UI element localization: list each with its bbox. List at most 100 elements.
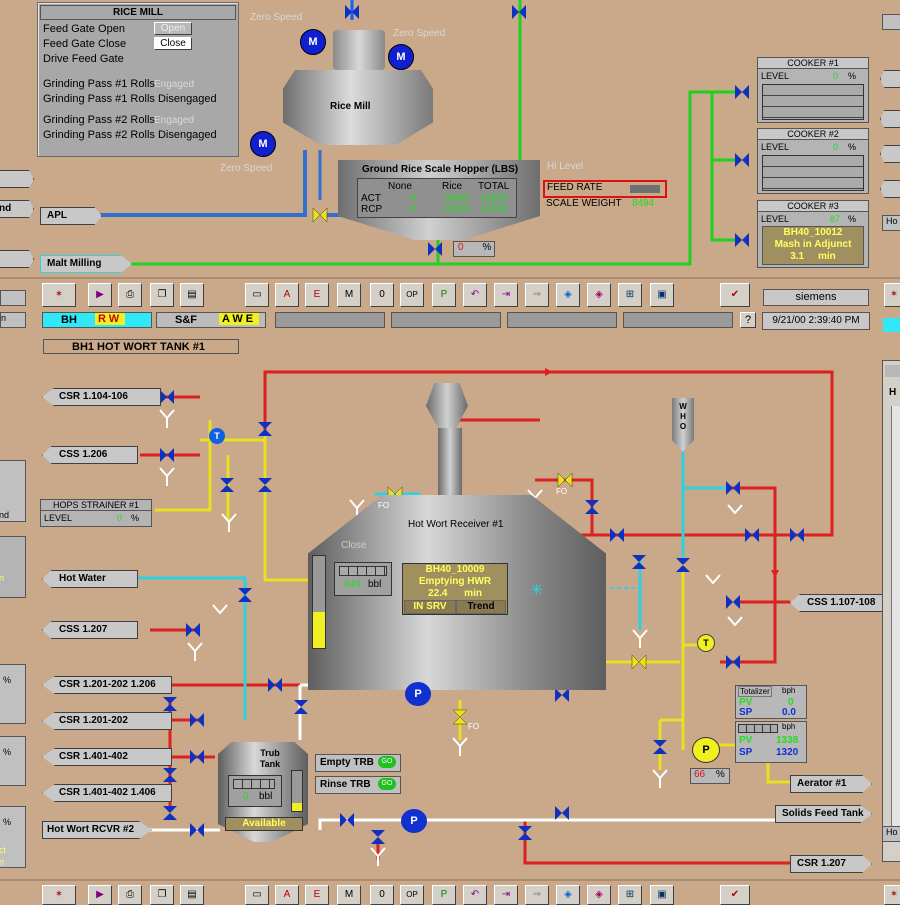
malt-milling-tag[interactable]: Malt Milling <box>40 255 132 273</box>
doc-icon[interactable]: ▭ <box>245 283 269 307</box>
motor-2[interactable]: M <box>388 44 414 70</box>
cooker-3-panel[interactable]: COOKER #3 LEVEL 87 % BH40_10012 Mash in … <box>757 200 869 268</box>
chart-icon[interactable]: ▤ <box>180 283 204 307</box>
play-button-bottom[interactable]: ▶ <box>88 885 112 905</box>
network-icon-bottom[interactable]: ⊞ <box>618 885 642 905</box>
forward-icon[interactable]: ⇒ <box>525 283 549 307</box>
bh-status-box[interactable]: BH RW <box>42 312 152 328</box>
tag-csr-1104-106[interactable]: CSR 1.104-106 <box>42 388 161 406</box>
mode-m-icon[interactable]: M <box>337 283 361 307</box>
mode-m-icon-bottom[interactable]: M <box>337 885 361 905</box>
edge-tag-right-4[interactable] <box>880 180 900 198</box>
rinse-trb-go-button[interactable]: GO <box>378 778 396 790</box>
pump-2[interactable]: P <box>401 809 427 833</box>
map-icon-1-bottom[interactable]: ◈ <box>556 885 580 905</box>
goto-icon-bottom[interactable]: ⇥ <box>494 885 518 905</box>
empty-trb-label: Empty TRB <box>320 757 374 768</box>
tag-css-1206[interactable]: CSS 1.206 <box>42 446 138 464</box>
edge-ho-top[interactable]: Ho <box>882 215 900 231</box>
pump-3[interactable]: P <box>692 737 720 763</box>
param-p-icon[interactable]: P <box>432 283 456 307</box>
logo-button-right-bottom[interactable]: ✶ <box>884 885 900 905</box>
alarm-a-icon-bottom[interactable]: A <box>275 885 299 905</box>
undo-icon-bottom[interactable]: ↶ <box>463 885 487 905</box>
goto-icon[interactable]: ⇥ <box>494 283 518 307</box>
map-icon-2-bottom[interactable]: ◈ <box>587 885 611 905</box>
map-icon-2[interactable]: ◈ <box>587 283 611 307</box>
tag-csr-1401-402-1406[interactable]: CSR 1.401-402 1.406 <box>42 784 172 802</box>
tag-csr-1201-202[interactable]: CSR 1.201-202 <box>42 712 172 730</box>
tag-hot-wort-rcvr-2[interactable]: Hot Wort RCVR #2 <box>42 821 152 839</box>
doc-icon-bottom[interactable]: ▭ <box>245 885 269 905</box>
play-button[interactable]: ▶ <box>88 283 112 307</box>
print-icon-bottom[interactable]: ⎙ <box>118 885 142 905</box>
who-column[interactable]: WHO <box>672 398 694 452</box>
logo-button-right[interactable]: ✶ <box>884 283 900 307</box>
check-icon-bottom[interactable]: ✔ <box>720 885 750 905</box>
param-p-icon-bottom[interactable]: P <box>432 885 456 905</box>
check-icon[interactable]: ✔ <box>720 283 750 307</box>
edge-tag-right-3[interactable] <box>880 145 900 163</box>
edge-tag-left-1[interactable] <box>0 170 34 188</box>
hops-strainer-panel[interactable]: HOPS STRAINER #1 LEVEL 0 % <box>40 499 152 527</box>
copy-icon[interactable]: ❐ <box>150 283 174 307</box>
grind1-engaged-status[interactable]: Engaged <box>154 79 195 90</box>
motor-3[interactable]: M <box>250 131 276 157</box>
apl-tag[interactable]: APL <box>40 207 102 225</box>
cooker-1-panel[interactable]: COOKER #1 LEVEL 0 % <box>757 57 869 123</box>
trend-button[interactable]: Trend <box>456 600 506 614</box>
chart-icon-bottom[interactable]: ▤ <box>180 885 204 905</box>
in-service-button[interactable]: IN SRV <box>404 600 456 614</box>
network-icon[interactable]: ⊞ <box>618 283 642 307</box>
edge-tag-left-3[interactable] <box>0 250 34 268</box>
tag-css-1107-108[interactable]: CSS 1.107-108 <box>790 594 890 612</box>
zero-icon[interactable]: 0 <box>370 283 394 307</box>
event-e-icon[interactable]: E <box>305 283 329 307</box>
totalizer-box[interactable]: Totalizer bph PV 0 SP 0.0 <box>735 685 807 719</box>
feed-rate-box[interactable]: FEED RATE <box>543 180 667 198</box>
op-icon[interactable]: OP <box>400 283 424 307</box>
monitor-icon[interactable]: ▣ <box>650 283 674 307</box>
monitor-icon-bottom[interactable]: ▣ <box>650 885 674 905</box>
sf-status-box[interactable]: S&F AWE <box>156 312 266 328</box>
edge-right-top[interactable] <box>882 14 900 30</box>
event-e-icon-bottom[interactable]: E <box>305 885 329 905</box>
op-icon-bottom[interactable]: OP <box>400 885 424 905</box>
tag-csr-1207[interactable]: CSR 1.207 <box>790 855 872 873</box>
empty-trb-go-button[interactable]: GO <box>378 756 396 768</box>
hops-level: 0 <box>117 513 123 523</box>
tag-css-1207[interactable]: CSS 1.207 <box>42 621 138 639</box>
temp-sensor-1[interactable]: T <box>209 428 225 444</box>
motor-1[interactable]: M <box>300 29 326 55</box>
tag-csr-1401-402[interactable]: CSR 1.401-402 <box>42 748 172 766</box>
temp-sensor-2[interactable]: T <box>697 634 715 652</box>
copy-icon-bottom[interactable]: ❐ <box>150 885 174 905</box>
logo-button[interactable]: ✶ <box>42 283 76 307</box>
receiver-close-status[interactable]: Close <box>341 540 367 551</box>
tag-csr-1201-202-1206[interactable]: CSR 1.201-202 1.206 <box>42 676 172 694</box>
tag-hot-water[interactable]: Hot Water <box>42 570 138 588</box>
edge-left-box-4: % <box>0 736 26 786</box>
edge-tag-left-2[interactable]: nd <box>0 200 34 218</box>
flow-box[interactable]: bph PV 1338 SP 1320 <box>735 721 807 763</box>
help-button[interactable]: ? <box>740 312 756 328</box>
undo-icon[interactable]: ↶ <box>463 283 487 307</box>
feed-gate-close-button[interactable]: Close <box>154 37 192 50</box>
motor-2-label: M <box>396 51 406 63</box>
pump-1[interactable]: P <box>405 682 431 706</box>
logo-button-bottom[interactable]: ✶ <box>42 885 76 905</box>
map-icon-1[interactable]: ◈ <box>556 283 580 307</box>
forward-icon-bottom[interactable]: ⇒ <box>525 885 549 905</box>
edge-ho-bottom[interactable]: Ho <box>882 826 900 842</box>
tag-solids-feed-tank[interactable]: Solids Feed Tank <box>775 805 872 823</box>
edge-tag-right-2[interactable] <box>880 110 900 128</box>
print-icon[interactable]: ⎙ <box>118 283 142 307</box>
cooker-2-panel[interactable]: COOKER #2 LEVEL 0 % <box>757 128 869 194</box>
edge-tag-right-1[interactable] <box>880 70 900 88</box>
zero-icon-bottom[interactable]: 0 <box>370 885 394 905</box>
rice-mill-body[interactable] <box>283 70 433 145</box>
feed-gate-open-button[interactable]: Open <box>154 22 192 35</box>
alarm-a-icon[interactable]: A <box>275 283 299 307</box>
grind2-engaged-status[interactable]: Engaged <box>154 115 195 126</box>
tag-aerator-1[interactable]: Aerator #1 <box>790 775 872 793</box>
